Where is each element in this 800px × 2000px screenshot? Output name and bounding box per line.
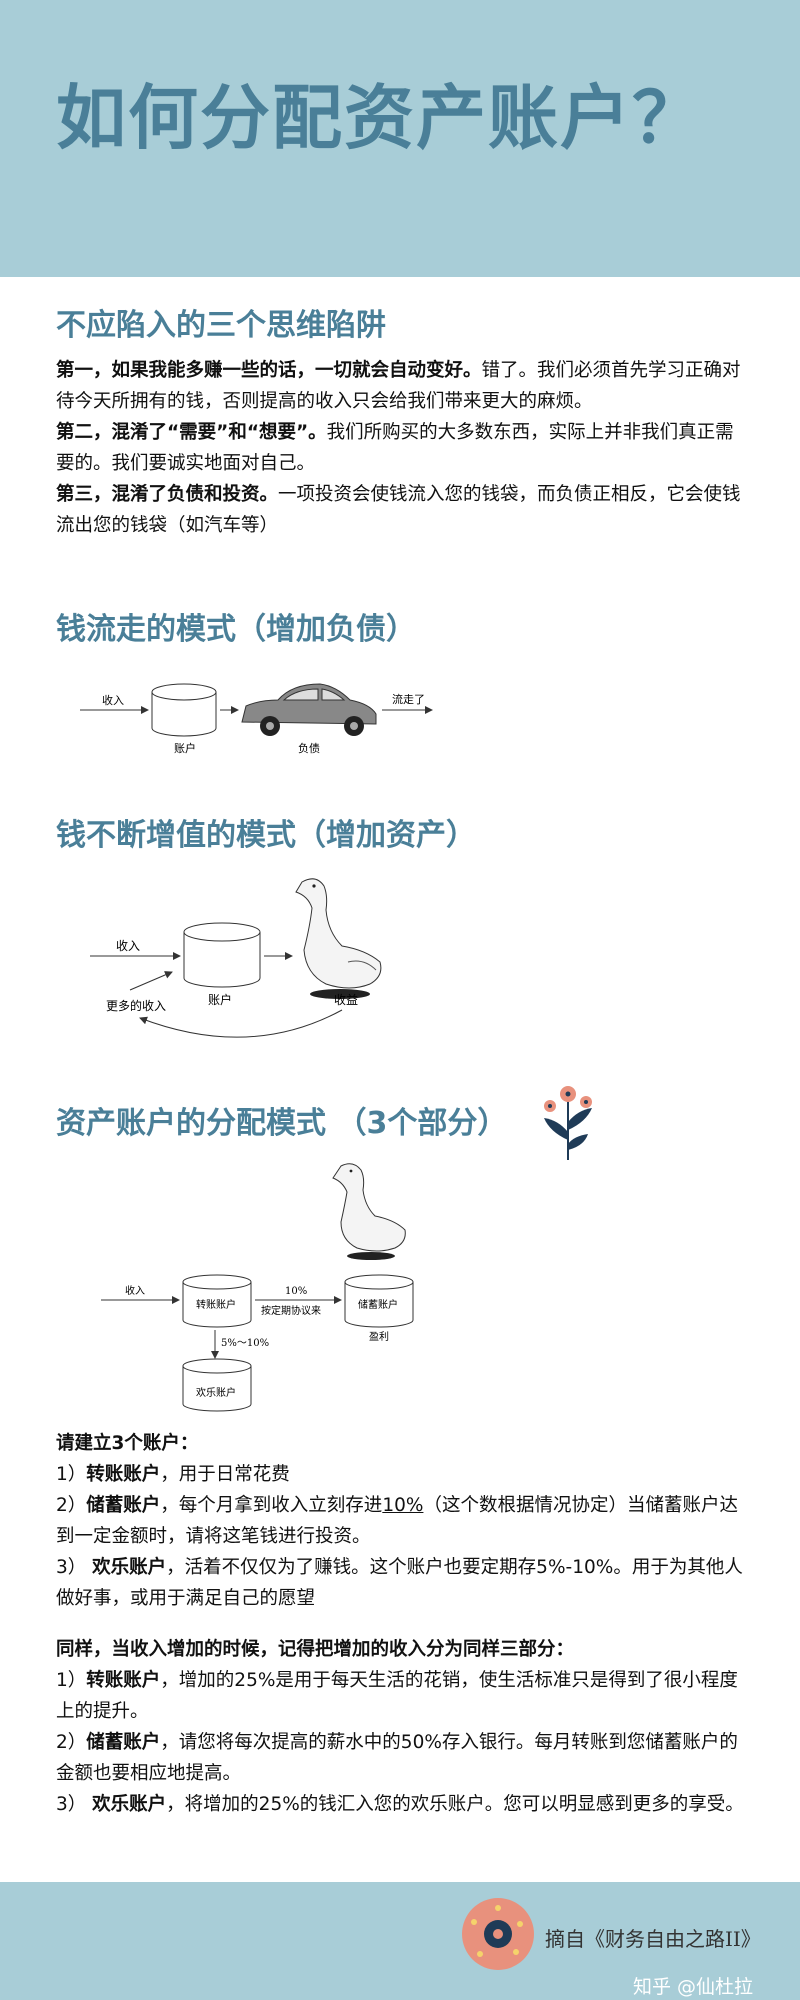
trap-item: 第三，混淆了负债和投资。一项投资会使钱流入您的钱袋，而负债正相反，它会使钱流出您… — [56, 479, 746, 541]
growth-more-income-label: 更多的收入 — [106, 998, 166, 1013]
outflow-income-label: 收入 — [102, 693, 124, 707]
traps-list: 第一，如果我能多赚一些的话，一切就会自动变好。错了。我们必须首先学习正确对待今天… — [56, 355, 746, 541]
trap-item: 第二，混淆了“需要”和“想要”。我们所购买的大多数东西，实际上并非我们真正需要的… — [56, 417, 746, 479]
outflow-out-label: 流走了 — [392, 692, 425, 706]
account-desc: ，每个月拿到收入立刻存进 — [160, 1495, 383, 1516]
profit-label: 盈利 — [369, 1331, 389, 1343]
increase-list: 同样，当收入增加的时候，记得把增加的收入分为同样三部分： 1）转账账户，增加的2… — [56, 1634, 746, 1820]
allocation-diagram: 收入 转账账户 10% 按定期协议来 储蓄账户 盈利 5%～10% 欢乐账户 — [101, 1163, 414, 1412]
item-number: 2） — [56, 1732, 87, 1753]
account-item: 1）转账账户，用于日常花费 — [56, 1459, 746, 1490]
trap-text: 一项投资会使钱流入您的钱袋，而负债正相反，它会使钱流出您的钱袋（如汽车等） — [56, 484, 741, 536]
account-item: 2）储蓄账户，每个月拿到收入立刻存进10%（这个数根据情况协定）当储蓄账户达到一… — [56, 1490, 746, 1552]
outflow-account-label: 账户 — [174, 741, 196, 755]
increase-intro: 同样，当收入增加的时候，记得把增加的收入分为同样三部分： — [56, 1634, 746, 1665]
trap-title: 第一，如果我能多赚一些的话，一切就会自动变好。 — [56, 360, 482, 381]
pct-range-label: 5%～10% — [221, 1338, 269, 1349]
item-number: 3） — [56, 1794, 93, 1815]
account-name: 转账账户 — [86, 1670, 161, 1691]
growth-account-label: 账户 — [208, 992, 232, 1007]
footer-watermark: 知乎 @仙杜拉 — [633, 1976, 754, 1998]
increase-item: 1）转账账户，增加的25%是用于每天生活的花销，使生活标准只是得到了很小程度上的… — [56, 1665, 746, 1727]
increase-item: 3） 欢乐账户，将增加的25%的钱汇入您的欢乐账户。您可以明显感到更多的享受。 — [56, 1789, 746, 1820]
accounts-list: 请建立3个账户： 1）转账账户，用于日常花费 2）储蓄账户，每个月拿到收入立刻存… — [56, 1428, 746, 1614]
outflow-diagram: 收入 账户 负债 流走了 — [80, 683, 433, 755]
account-desc: ，活着不仅仅为了赚钱。这个账户也要定期存5%-10%。用于为其他人做好事，或用于… — [56, 1557, 743, 1609]
section-heading-growth: 钱不断增值的模式（增加资产） — [56, 818, 476, 853]
outflow-liability-label: 负债 — [298, 741, 320, 755]
trap-item: 第一，如果我能多赚一些的话，一切就会自动变好。错了。我们必须首先学习正确对待今天… — [56, 355, 746, 417]
increase-desc: ，将增加的25%的钱汇入您的欢乐账户。您可以明显感到更多的享受。 — [166, 1794, 744, 1815]
agreement-label: 按定期协议来 — [261, 1304, 321, 1317]
header-band — [0, 0, 800, 277]
footer-credit: 摘自《财务自由之路II》 — [545, 1927, 761, 1951]
allocation-income-label: 收入 — [125, 1284, 145, 1297]
savings-account-cylinder-icon — [344, 1274, 414, 1328]
growth-income-label: 收入 — [116, 939, 140, 953]
accounts-intro: 请建立3个账户： — [56, 1428, 746, 1459]
transfer-account-label: 转账账户 — [196, 1298, 236, 1311]
accounts-intro-text: 请建立3个账户： — [56, 1433, 199, 1454]
goose-icon — [295, 878, 382, 999]
account-name: 欢乐账户 — [92, 1557, 167, 1578]
fun-account-label: 欢乐账户 — [196, 1386, 236, 1399]
ten-percent-label: 10% — [285, 1286, 307, 1297]
account-cylinder-icon — [151, 683, 217, 737]
footer-flower-icon — [462, 1898, 534, 1970]
savings-account-label: 储蓄账户 — [358, 1298, 398, 1311]
flower-icon — [544, 1086, 592, 1160]
trap-title: 第三，混淆了负债和投资。 — [56, 484, 279, 505]
account-name: 转账账户 — [86, 1464, 161, 1485]
account-name: 储蓄账户 — [86, 1732, 161, 1753]
increase-desc: ，增加的25%是用于每天生活的花销，使生活标准只是得到了很小程度上的提升。 — [56, 1670, 738, 1722]
account-name: 储蓄账户 — [86, 1495, 161, 1516]
account-name: 欢乐账户 — [92, 1794, 167, 1815]
item-number: 1） — [56, 1464, 87, 1485]
account-item: 3） 欢乐账户，活着不仅仅为了赚钱。这个账户也要定期存5%-10%。用于为其他人… — [56, 1552, 746, 1614]
trap-text: 我们所购买的大多数东西，实际上并非我们真正需要的。我们要诚实地面对自己。 — [56, 422, 734, 474]
footer-band — [0, 1882, 800, 2000]
item-number: 2） — [56, 1495, 87, 1516]
account-desc: ，用于日常花费 — [160, 1464, 290, 1485]
trap-title: 第二，混淆了“需要”和“想要”。 — [56, 422, 327, 443]
growth-diagram: 收入 账户 收益 更多的收入 — [90, 878, 382, 1038]
increase-item: 2）储蓄账户，请您将每次提高的薪水中的50%存入银行。每月转账到您储蓄账户的金额… — [56, 1727, 746, 1789]
increase-intro-text: 同样，当收入增加的时候，记得把增加的收入分为同样三部分： — [56, 1639, 575, 1660]
section-heading-traps: 不应陷入的三个思维陷阱 — [56, 308, 386, 343]
item-number: 3） — [56, 1557, 93, 1578]
fun-account-cylinder-icon — [182, 1358, 252, 1412]
item-number: 1） — [56, 1670, 87, 1691]
account-desc: （这个数根据情况协定）当储蓄账户达到一定金额时，请将这笔钱进行投资。 — [56, 1495, 738, 1547]
goose-icon — [332, 1163, 406, 1260]
account-cylinder-icon — [183, 922, 261, 988]
page-title: 如何分配资产账户？ — [56, 77, 704, 159]
section-heading-outflow: 钱流走的模式（增加负债） — [56, 612, 416, 647]
increase-desc: ，请您将每次提高的薪水中的50%存入银行。每月转账到您储蓄账户的金额也要相应地提… — [56, 1732, 738, 1784]
transfer-account-cylinder-icon — [182, 1274, 252, 1328]
car-icon — [241, 683, 377, 736]
growth-gain-label: 收益 — [334, 993, 358, 1007]
underlined-percent: 10% — [382, 1495, 424, 1516]
trap-text: 错了。我们必须首先学习正确对待今天所拥有的钱，否则提高的收入只会给我们带来更大的… — [56, 360, 741, 412]
section-heading-allocation: 资产账户的分配模式 （3个部分） — [56, 1106, 508, 1141]
